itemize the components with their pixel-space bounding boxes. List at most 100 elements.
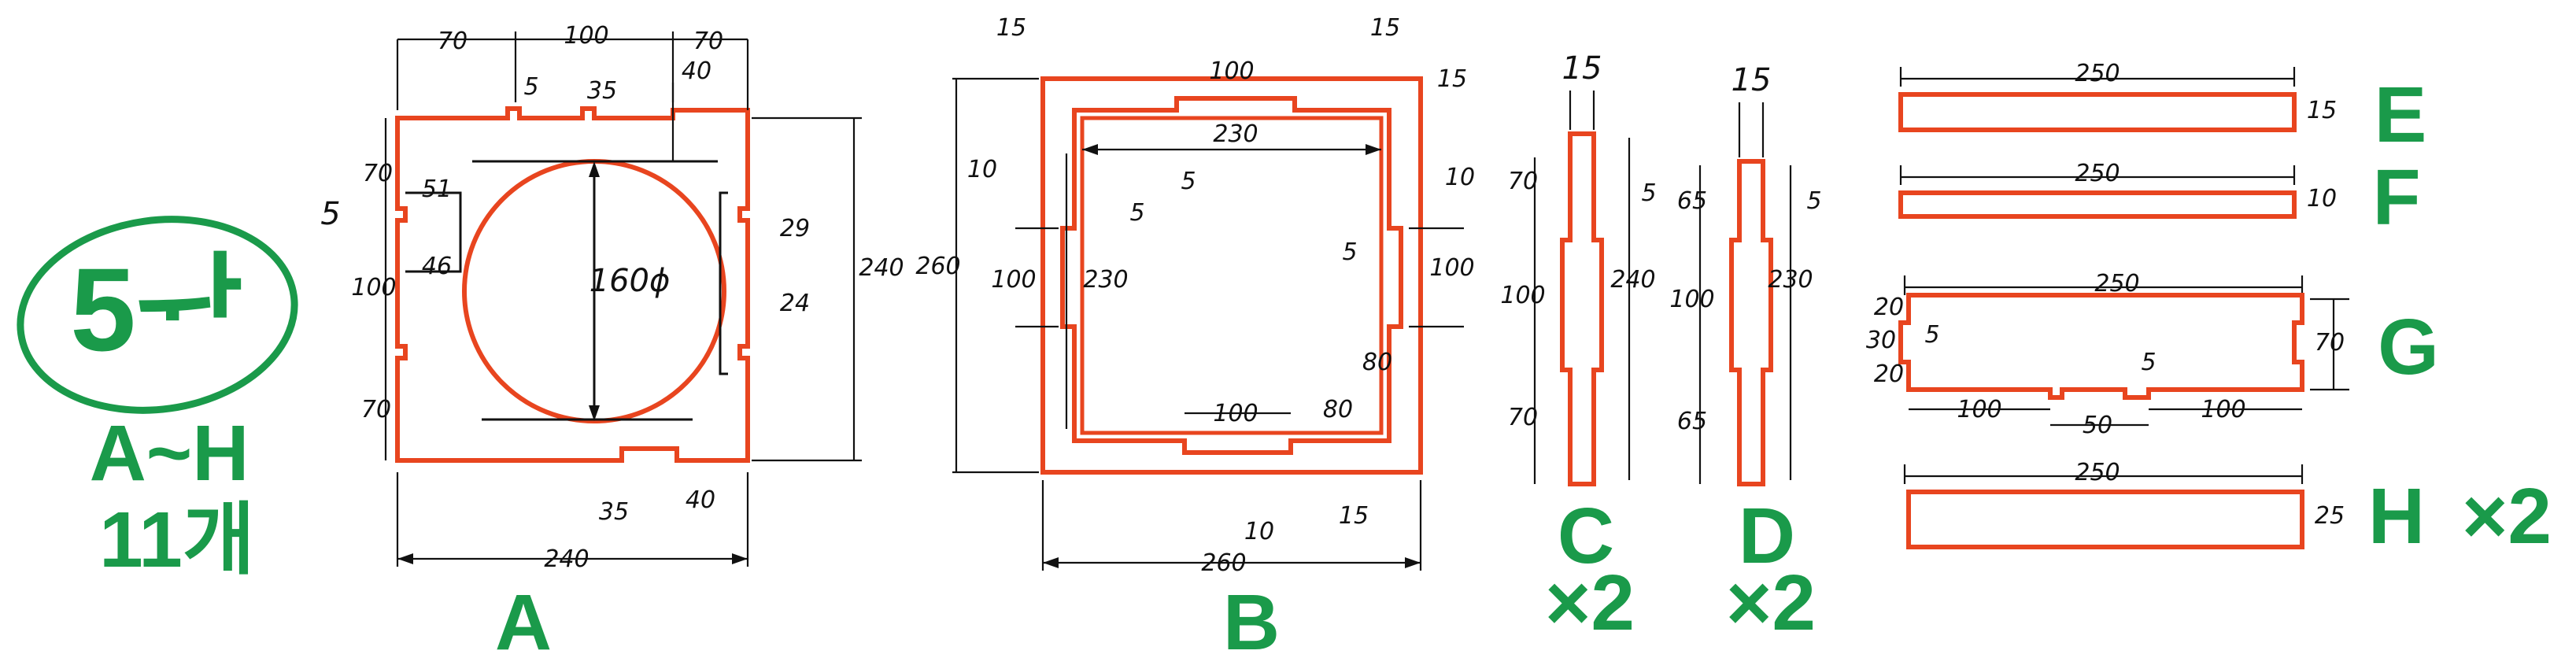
- side-note-circle: [17, 216, 298, 414]
- b-dim-leftnotch: 10: [967, 156, 997, 183]
- g-dim-20a: 20: [1874, 294, 1904, 321]
- f-dim-width: 10: [2307, 185, 2337, 213]
- a-dim-bbar: 40: [686, 486, 715, 514]
- part-b: 15 15 100 230 15 5 10 5 100 230 260 10 5…: [915, 14, 1475, 667]
- part-h-outline: [1906, 490, 2304, 549]
- a-dim-notch: 5: [523, 73, 538, 101]
- part-d: 15 65 100 65 5 230 D ×2: [1669, 62, 1821, 647]
- c-dim-seg2: 100: [1500, 282, 1545, 309]
- part-c: 15 70 100 70 5 240 C ×2: [1500, 50, 1656, 647]
- a-dim-top1: 70: [438, 28, 468, 55]
- side-note: 5ᆉ A~H 11개: [17, 216, 298, 584]
- b-dim-tr: 15: [1370, 14, 1400, 42]
- part-c-label: C: [1558, 492, 1614, 580]
- part-f-label: F: [2372, 153, 2420, 242]
- c-dim-height: 240: [1610, 266, 1655, 294]
- g-dim-20b: 20: [1874, 360, 1904, 388]
- a-dim-bnotch: 35: [599, 498, 629, 526]
- a-dim-left2: 100: [351, 274, 396, 301]
- part-h-qty: ×2: [2462, 472, 2552, 560]
- g-dim-b100b: 100: [2201, 396, 2245, 423]
- a-dim-left1: 70: [363, 160, 393, 187]
- a-dim-innerh: 46: [422, 253, 452, 280]
- part-d-qty: ×2: [1726, 559, 1816, 647]
- a-dim-left3: 70: [361, 396, 391, 423]
- b-dim-innerh: 230: [1083, 266, 1128, 294]
- b-dim-height: 260: [915, 253, 960, 280]
- part-h-label: H: [2368, 472, 2425, 560]
- b-dim-innerw: 230: [1213, 120, 1258, 148]
- b-dim-sider: 15: [1437, 65, 1467, 93]
- part-d-outline: [1729, 159, 1773, 486]
- b-dim-bottomslot: 100: [1213, 400, 1258, 427]
- b-dim-rightnotch: 10: [1445, 164, 1475, 191]
- g-dim-n5: 5: [2141, 349, 2156, 376]
- b-dim-bottom10: 10: [1244, 518, 1274, 545]
- b-dim-width: 260: [1201, 549, 1246, 577]
- b-dim-notchin: 5: [1181, 168, 1196, 195]
- e-dim-length: 250: [2075, 60, 2120, 87]
- a-dim-height: 240: [859, 254, 904, 282]
- part-a-outline: [395, 106, 750, 463]
- b-dim-bottom15: 15: [1339, 502, 1369, 530]
- c-dim-seg1: 70: [1508, 168, 1538, 195]
- part-c-qty: ×2: [1545, 559, 1635, 647]
- g-dim-height: 70: [2315, 329, 2345, 357]
- g-dim-5: 5: [1924, 321, 1939, 349]
- f-dim-length: 250: [2075, 160, 2120, 187]
- e-dim-width: 15: [2307, 97, 2337, 124]
- a-dim-barh: 40: [682, 57, 711, 85]
- d-dim-notch: 5: [1806, 187, 1821, 215]
- a-dim-leftnotch: 5: [320, 196, 340, 232]
- part-d-label: D: [1739, 492, 1795, 580]
- d-dim-seg3: 65: [1677, 408, 1707, 435]
- a-dim-width: 240: [544, 545, 589, 573]
- a-dim-notchw: 35: [587, 77, 617, 105]
- part-f: 250 10 F: [1898, 153, 2421, 242]
- a-dim-right2: 24: [780, 290, 810, 317]
- d-dim-height: 230: [1768, 266, 1813, 294]
- part-b-label: B: [1223, 578, 1280, 667]
- g-dim-30: 30: [1866, 327, 1896, 354]
- c-dim-width: 15: [1562, 50, 1602, 87]
- part-e-label: E: [2375, 71, 2427, 159]
- d-dim-width: 15: [1732, 62, 1772, 98]
- part-b-outline: [1040, 76, 1423, 475]
- b-dim-tl: 15: [996, 14, 1026, 42]
- b-dim-topslot: 100: [1209, 57, 1254, 85]
- side-note-range: A~H: [90, 409, 249, 497]
- part-e-outline: [1898, 92, 2297, 132]
- b-dim-rightin: 5: [1342, 238, 1357, 266]
- a-dim-top2: 100: [564, 22, 608, 50]
- part-a: 70 100 70 5 35 40 70 100 70 5 51 46 160ϕ…: [320, 22, 904, 667]
- a-dim-top3: 70: [693, 28, 723, 55]
- part-g-label: G: [2378, 303, 2439, 391]
- c-dim-notch: 5: [1641, 179, 1656, 207]
- b-dim-right80: 80: [1362, 349, 1392, 376]
- g-dim-b100a: 100: [1957, 396, 2001, 423]
- c-dim-seg3: 70: [1508, 404, 1538, 431]
- b-dim-rightslot: 100: [1429, 254, 1474, 282]
- a-dim-circle: 160ϕ: [589, 263, 671, 299]
- part-g-outline: [1898, 293, 2304, 400]
- part-g: 250 20 30 5 20 70 5 100 50 100 G: [1866, 270, 2439, 439]
- b-dim-leftslot: 100: [991, 266, 1036, 294]
- a-dim-right1: 29: [780, 215, 810, 242]
- side-note-count: 11개: [99, 496, 255, 584]
- part-h: 250 25 H ×2: [1903, 459, 2552, 560]
- h-dim-length: 250: [2075, 459, 2120, 486]
- a-dim-innerw: 51: [422, 176, 452, 203]
- b-dim-notchin2: 5: [1129, 199, 1144, 227]
- part-b-inner-wall: [1080, 116, 1384, 435]
- b-dim-bottom80: 80: [1323, 396, 1353, 423]
- part-c-outline: [1560, 131, 1604, 486]
- d-dim-seg2: 100: [1669, 286, 1714, 313]
- part-e: 250 15 E: [1898, 60, 2427, 159]
- part-f-outline: [1898, 190, 2297, 219]
- part-a-label: A: [495, 578, 552, 667]
- side-note-main: 5ᆉ: [70, 243, 244, 375]
- g-dim-b50: 50: [2083, 412, 2112, 439]
- h-dim-width: 25: [2315, 502, 2345, 530]
